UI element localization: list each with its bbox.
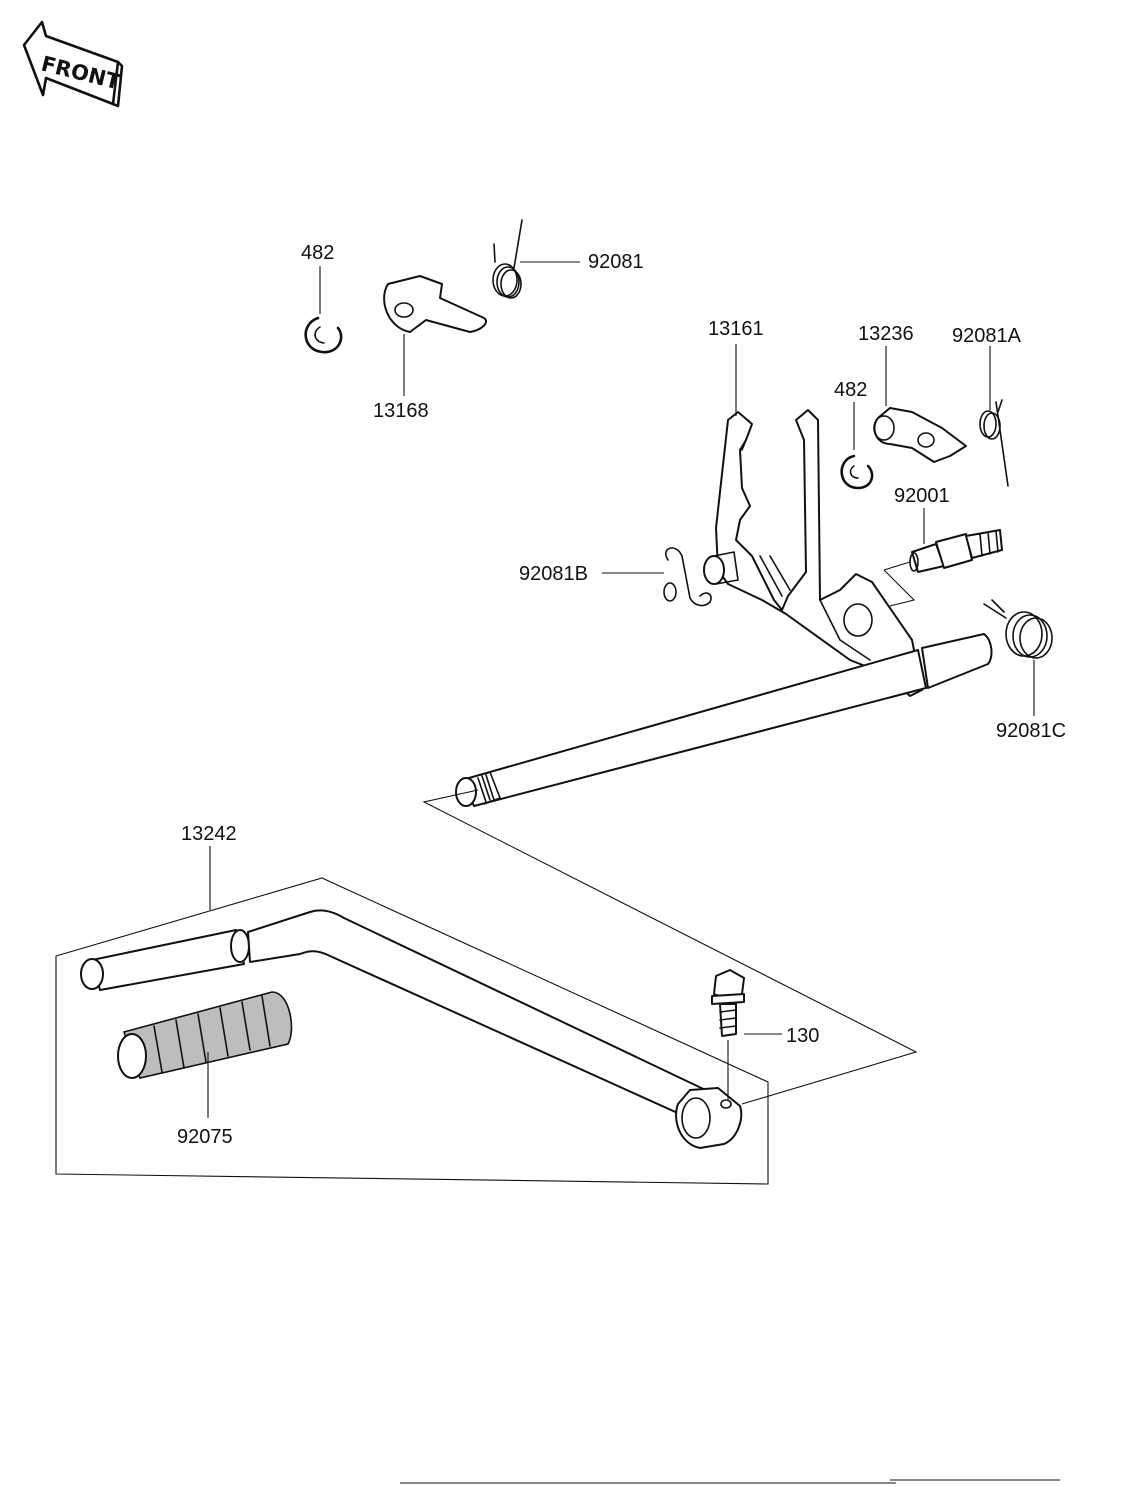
- stopper-plate-icon: [873, 407, 967, 463]
- circlip-icon: [840, 454, 874, 490]
- hook-spring-icon: [663, 547, 712, 607]
- shift-pedal-icon: [80, 909, 743, 1149]
- shift-shaft-icon: [455, 633, 993, 807]
- torsion-spring-icon: [492, 219, 523, 299]
- part-label-92081A: 92081A: [952, 325, 1022, 347]
- shift-mechanism-arm-icon: [715, 409, 923, 697]
- part-label-13168: 13168: [373, 400, 429, 422]
- part-label-92081C: 92081C: [996, 720, 1066, 742]
- part-label-13242: 13242: [181, 823, 237, 845]
- pivot-pin-icon: [703, 551, 739, 585]
- return-spring-icon: [983, 599, 1053, 659]
- shift-lever-plate-icon: [383, 275, 488, 333]
- flange-bolt-icon: [711, 969, 745, 1037]
- part-label-482-top: 482: [301, 242, 334, 264]
- part-label-130: 130: [786, 1025, 819, 1047]
- part-label-92001: 92001: [894, 485, 950, 507]
- part-label-92081B: 92081B: [519, 563, 588, 585]
- stud-bolt-icon: [909, 529, 1003, 573]
- part-label-13236: 13236: [858, 323, 914, 345]
- rubber-footpeg-icon: [117, 991, 293, 1079]
- front-direction-arrow-icon: FRONT: [22, 20, 124, 108]
- part-label-482-right: 482: [834, 379, 867, 401]
- part-label-13161: 13161: [708, 318, 764, 340]
- part-label-92081: 92081: [588, 251, 644, 273]
- circlip-icon: [304, 316, 343, 354]
- spring-icon: [979, 399, 1009, 487]
- part-label-92075: 92075: [177, 1126, 233, 1148]
